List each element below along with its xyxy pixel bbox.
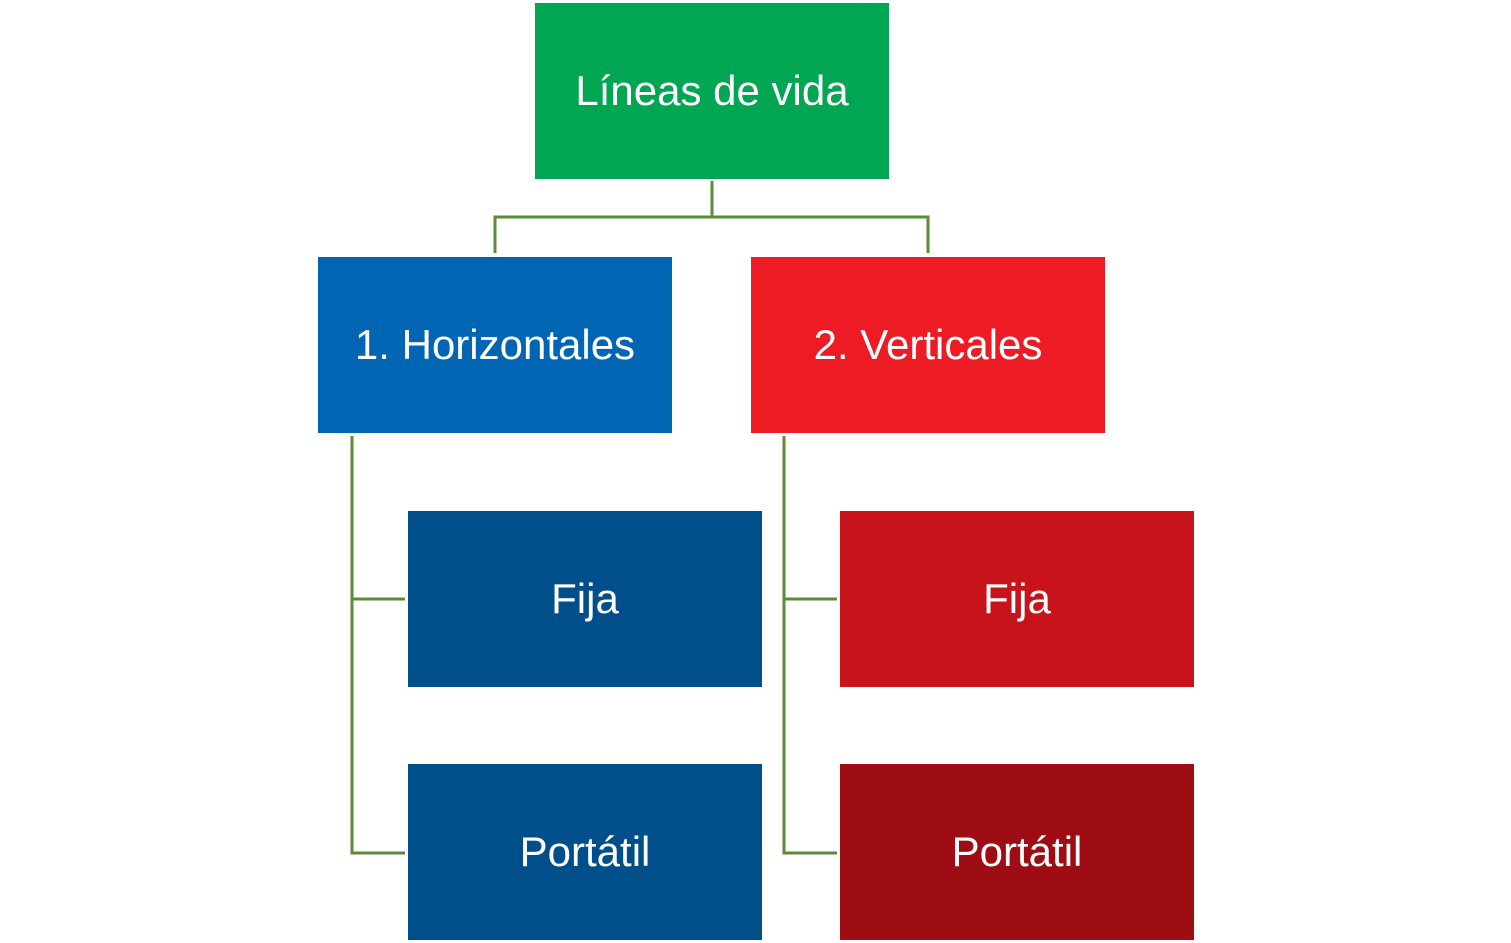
root-node-label: Líneas de vida <box>575 67 849 114</box>
leaf-node-verticales-fija: Fija <box>840 511 1194 687</box>
connector-horizontales-trunk <box>350 436 405 855</box>
branch-node-label: 2. Verticales <box>813 321 1043 368</box>
root-node-lineas-de-vida: Líneas de vida <box>535 3 889 179</box>
leaf-node-label: Portátil <box>951 828 1083 875</box>
leaf-node-verticales-portatil: Portátil <box>840 764 1194 940</box>
branch-node-horizontales: 1. Horizontales <box>318 257 672 433</box>
connector-verticales-trunk <box>782 436 837 855</box>
leaf-node-label: Fija <box>551 575 619 622</box>
leaf-node-label: Fija <box>983 575 1051 622</box>
leaf-node-horizontales-fija: Fija <box>408 511 762 687</box>
branch-node-label: 1. Horizontales <box>354 321 636 368</box>
leaf-node-horizontales-portatil: Portátil <box>408 764 762 940</box>
connector-root-bar <box>493 215 930 253</box>
leaf-node-label: Portátil <box>519 828 651 875</box>
branch-node-verticales: 2. Verticales <box>751 257 1105 433</box>
